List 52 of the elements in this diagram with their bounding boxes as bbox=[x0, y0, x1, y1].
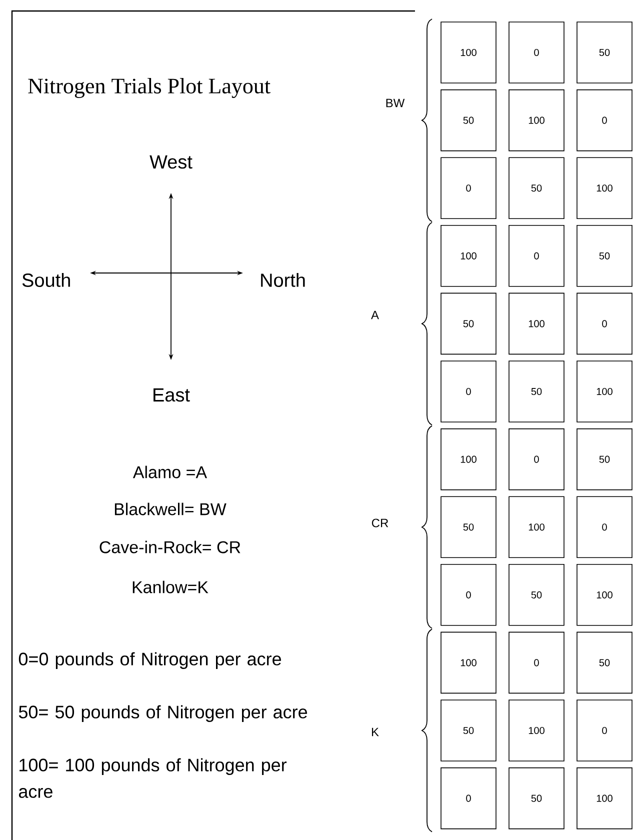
rate-key: 100= 100 pounds of Nitrogen per acre bbox=[18, 758, 287, 798]
plot-box: 0 bbox=[440, 157, 496, 219]
plot-box: 0 bbox=[576, 89, 632, 152]
plot-box: 100 bbox=[440, 632, 496, 694]
direction-label: North bbox=[261, 273, 305, 287]
rate-key: 0=0 pounds of Nitrogen per acre bbox=[18, 652, 281, 669]
plot-box: 50 bbox=[576, 22, 632, 84]
group-label: CR bbox=[372, 518, 388, 528]
plot-box: 100 bbox=[576, 157, 632, 219]
plot-box: 100 bbox=[440, 22, 496, 84]
plot-box: 0 bbox=[508, 632, 564, 694]
plot-box: 50 bbox=[440, 292, 496, 355]
plot-box: 0 bbox=[576, 496, 632, 558]
plot-box: 100 bbox=[440, 225, 496, 287]
plot-box: 100 bbox=[508, 496, 564, 558]
group-label: K bbox=[372, 728, 379, 736]
plot-box: 100 bbox=[508, 89, 564, 152]
plot-box: 50 bbox=[576, 225, 632, 287]
plot-box: 0 bbox=[576, 292, 632, 355]
plot-box: 50 bbox=[508, 767, 564, 830]
plot-box: 0 bbox=[576, 700, 632, 762]
plot-box: 50 bbox=[576, 632, 632, 694]
variety-key: Cave-in-Rock= CR bbox=[100, 540, 240, 554]
plot-box: 50 bbox=[508, 157, 564, 219]
variety-key: Kanlow=K bbox=[132, 580, 208, 594]
plot-box: 50 bbox=[440, 89, 496, 152]
plot-box: 100 bbox=[440, 428, 496, 490]
direction-label: East bbox=[154, 388, 190, 402]
plot-box: 100 bbox=[576, 767, 632, 830]
variety-key: Blackwell= BW bbox=[114, 502, 226, 516]
plot-box: 100 bbox=[508, 700, 564, 762]
plot-box: 0 bbox=[508, 22, 564, 84]
plot-box: 50 bbox=[508, 360, 564, 422]
direction-label: South bbox=[22, 273, 70, 287]
title: Nitrogen Trials Plot Layout bbox=[28, 78, 270, 98]
plot-box: 50 bbox=[576, 428, 632, 490]
plot-box: 0 bbox=[440, 360, 496, 422]
plot-box: 50 bbox=[440, 700, 496, 762]
plot-box: 0 bbox=[440, 564, 496, 626]
plot-box: 50 bbox=[440, 496, 496, 558]
rate-key: 50= 50 pounds of Nitrogen per acre bbox=[18, 705, 308, 722]
plot-box: 100 bbox=[508, 292, 564, 355]
plot-box: 100 bbox=[576, 564, 632, 626]
group-label: BW bbox=[386, 98, 405, 108]
group-label: A bbox=[371, 310, 379, 320]
plot-box: 0 bbox=[508, 428, 564, 490]
plot-box: 100 bbox=[576, 360, 632, 422]
variety-key: Alamo =A bbox=[132, 466, 208, 478]
plot-box: 0 bbox=[440, 767, 496, 830]
plot-box: 50 bbox=[508, 564, 564, 626]
direction-label: West bbox=[150, 155, 192, 169]
plot-box: 0 bbox=[508, 225, 564, 287]
